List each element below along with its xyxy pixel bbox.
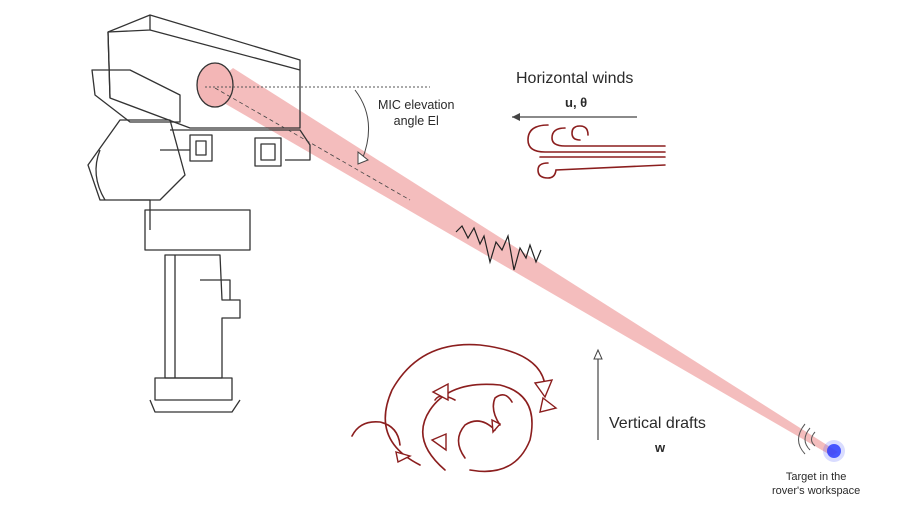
mic-elevation-line2: angle El (393, 114, 439, 128)
target-point (827, 444, 841, 458)
horizontal-winds-symbols: u, θ (565, 95, 588, 110)
mic-elevation-line1: MIC elevation (378, 98, 455, 112)
horizontal-wind-icon (527, 124, 666, 179)
mic-elevation-label: MIC elevation angle El (378, 97, 454, 129)
target-label-line2: rover's workspace (772, 485, 861, 497)
vertical-draft-eddies-icon (351, 343, 546, 473)
rover-mast (87, 14, 311, 413)
elevation-angle-arc (354, 89, 370, 161)
laser-beam (205, 68, 838, 456)
vertical-drafts-label: Vertical drafts (609, 415, 706, 432)
target-label: Target in the rover's workspace (772, 470, 860, 498)
elevation-angle-arrowhead (357, 150, 369, 165)
target-signal-icon (798, 423, 816, 455)
eddy-arrowheads (395, 379, 558, 464)
beam-axis-line (214, 87, 411, 201)
target-label-line1: Target in the (785, 471, 847, 483)
turbulence-squiggle (455, 224, 542, 271)
horizontal-winds-label: Horizontal winds (516, 70, 634, 87)
vertical-drafts-symbol: w (655, 440, 666, 455)
